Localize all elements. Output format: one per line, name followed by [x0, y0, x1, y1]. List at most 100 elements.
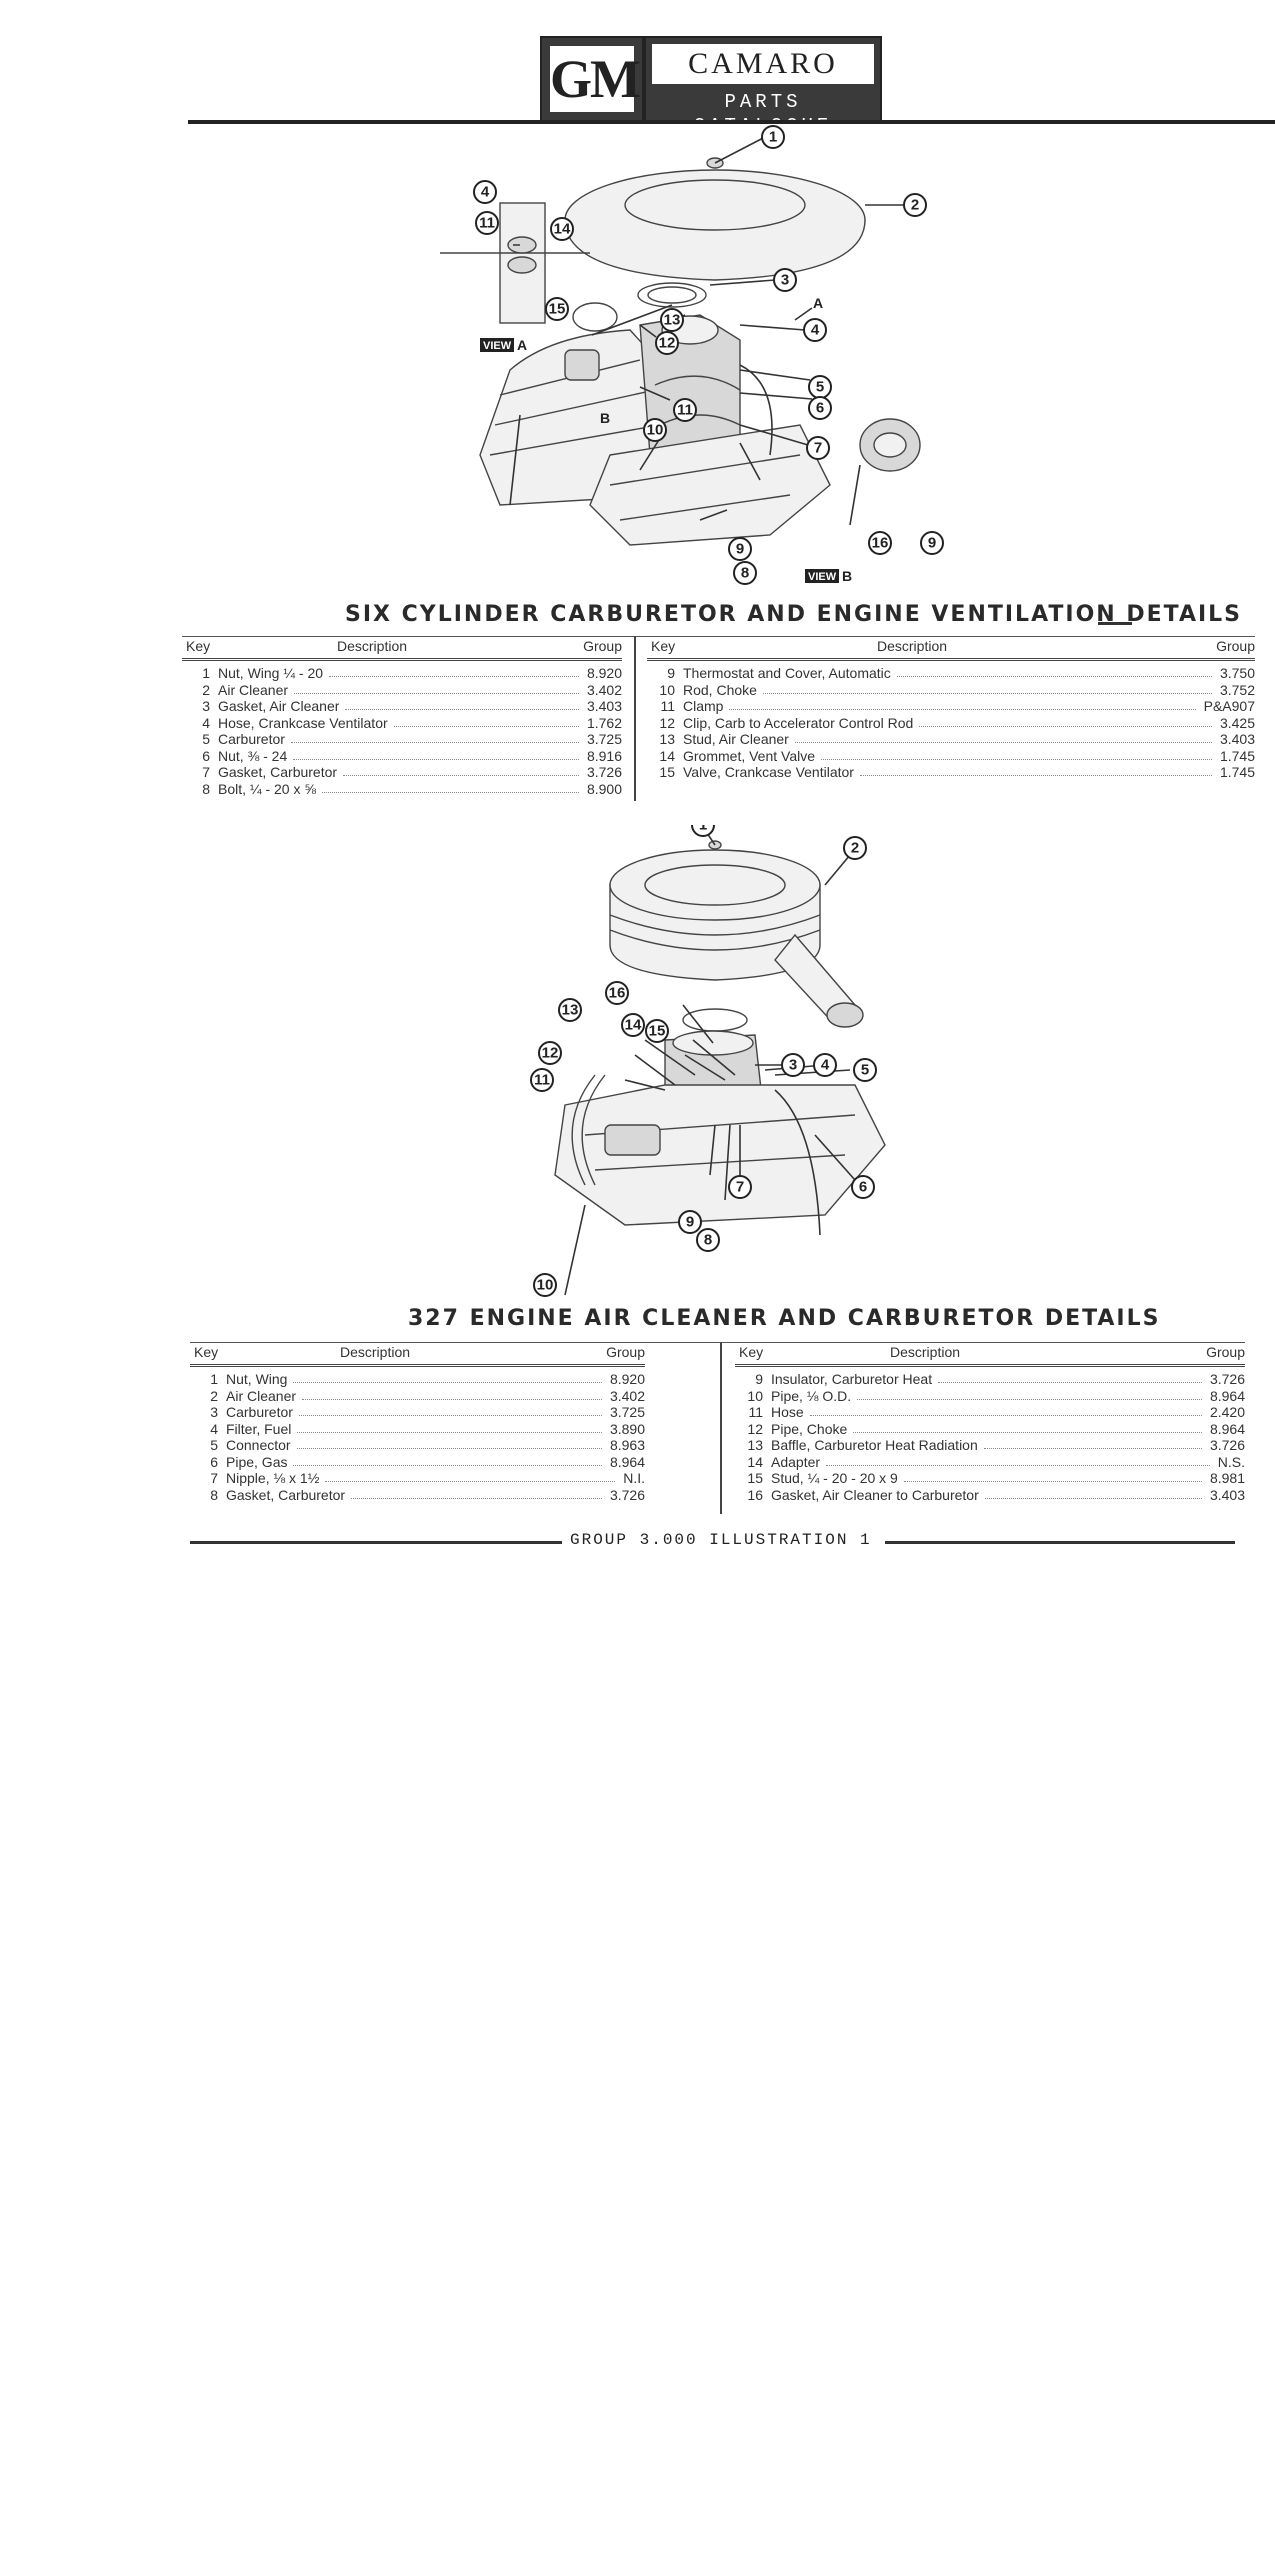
- leader-dots: [853, 1431, 1202, 1433]
- header-key: Key: [194, 1344, 219, 1360]
- svg-text:13: 13: [562, 1002, 579, 1019]
- svg-text:A: A: [517, 337, 527, 353]
- svg-text:9: 9: [928, 535, 936, 552]
- leader-dots: [919, 725, 1212, 727]
- part-description: Pipe, Gas: [226, 1453, 288, 1470]
- part-group: 3.402: [609, 1387, 645, 1404]
- svg-text:B: B: [600, 410, 610, 426]
- svg-text:16: 16: [609, 985, 626, 1002]
- part-key: 6: [202, 747, 210, 764]
- part-group: N.S.: [1217, 1453, 1245, 1470]
- part-description: Clip, Carb to Accelerator Control Rod: [683, 714, 914, 731]
- part-description: Valve, Crankcase Ventilator: [683, 764, 854, 780]
- svg-text:15: 15: [649, 1023, 666, 1040]
- part-group: 3.403: [1219, 731, 1255, 747]
- leader-dots: [293, 1382, 602, 1383]
- part-group: 1.762: [586, 714, 622, 731]
- engine-327-air-cleaner-diagram: 1 2 3 4 5 6 7 8 9 10 11 12 13 14 15 16: [525, 825, 905, 1305]
- svg-text:1: 1: [769, 129, 777, 146]
- part-group: 8.963: [609, 1437, 645, 1453]
- svg-text:4: 4: [821, 1057, 830, 1074]
- svg-text:7: 7: [814, 440, 822, 457]
- table-header: Key Description Group: [647, 636, 1255, 661]
- part-key: 14: [659, 747, 675, 764]
- part-description: Clamp: [683, 698, 724, 714]
- gm-logo-text: GM: [550, 46, 641, 112]
- svg-text:16: 16: [872, 535, 889, 552]
- leader-dots: [329, 676, 579, 677]
- header-description: Description: [890, 1344, 961, 1360]
- svg-text:10: 10: [647, 422, 664, 439]
- part-key: 16: [747, 1486, 763, 1503]
- leader-dots: [795, 742, 1212, 743]
- part-description: Gasket, Carburetor: [218, 764, 338, 780]
- svg-text:15: 15: [549, 301, 566, 318]
- model-name: CAMARO: [652, 44, 874, 84]
- catalogue-subtitle: PARTS CATALOGUE: [693, 91, 833, 137]
- part-description: Grommet, Vent Valve: [683, 747, 816, 764]
- leader-dots: [294, 692, 579, 694]
- leader-dots: [297, 1448, 602, 1449]
- part-description: Adapter: [771, 1453, 821, 1470]
- part-key: 1: [210, 1371, 218, 1387]
- table-header: Key Description Group: [182, 636, 622, 661]
- svg-text:5: 5: [816, 379, 824, 396]
- part-group: 3.726: [586, 764, 622, 780]
- part-key: 11: [748, 1404, 763, 1420]
- section-title-327-engine: 327 ENGINE AIR CLEANER AND CARBURETOR DE…: [408, 1306, 1161, 1331]
- part-key: 11: [660, 698, 675, 714]
- leader-dots: [293, 758, 579, 760]
- leader-dots: [345, 709, 579, 710]
- part-description: Pipe, Choke: [771, 1420, 848, 1437]
- part-key: 13: [659, 731, 675, 747]
- leader-dots: [297, 1431, 602, 1433]
- part-key: 4: [202, 714, 210, 731]
- part-description: Gasket, Carburetor: [226, 1486, 346, 1503]
- part-group: 1.745: [1219, 764, 1255, 780]
- part-key: 12: [659, 714, 675, 731]
- leader-dots: [325, 1481, 615, 1482]
- svg-text:2: 2: [851, 840, 859, 857]
- part-key: 2: [202, 681, 210, 698]
- part-key: 8: [202, 780, 210, 797]
- part-key: 3: [210, 1404, 218, 1420]
- svg-text:9: 9: [736, 541, 744, 558]
- six-cylinder-carburetor-diagram: VIEW A VIEW B A B 1 2 3 4 5 6 7 8 9 10 1…: [440, 125, 960, 595]
- part-group: P&A907: [1203, 698, 1255, 714]
- part-key: 9: [755, 1371, 763, 1387]
- column-divider: [634, 636, 636, 801]
- part-key: 1: [202, 665, 210, 681]
- part-description: Carburetor: [218, 731, 285, 747]
- part-key: 9: [667, 665, 675, 681]
- svg-text:3: 3: [781, 272, 789, 289]
- leader-dots: [351, 1497, 602, 1499]
- svg-text:8: 8: [741, 565, 749, 582]
- part-key: 5: [210, 1437, 218, 1453]
- part-key: 8: [210, 1486, 218, 1503]
- catalogue-header: GM CAMARO PARTS CATALOGUE: [540, 36, 882, 137]
- part-description: Connector: [226, 1437, 291, 1453]
- part-description: Gasket, Air Cleaner to Carburetor: [771, 1486, 979, 1503]
- footer-rule-left: [190, 1541, 562, 1544]
- svg-text:14: 14: [625, 1017, 642, 1034]
- svg-text:9: 9: [686, 1214, 694, 1231]
- svg-text:14: 14: [554, 221, 571, 238]
- part-group: 3.402: [586, 681, 622, 698]
- svg-text:B: B: [842, 568, 852, 584]
- part-description: Stud, Air Cleaner: [683, 731, 789, 747]
